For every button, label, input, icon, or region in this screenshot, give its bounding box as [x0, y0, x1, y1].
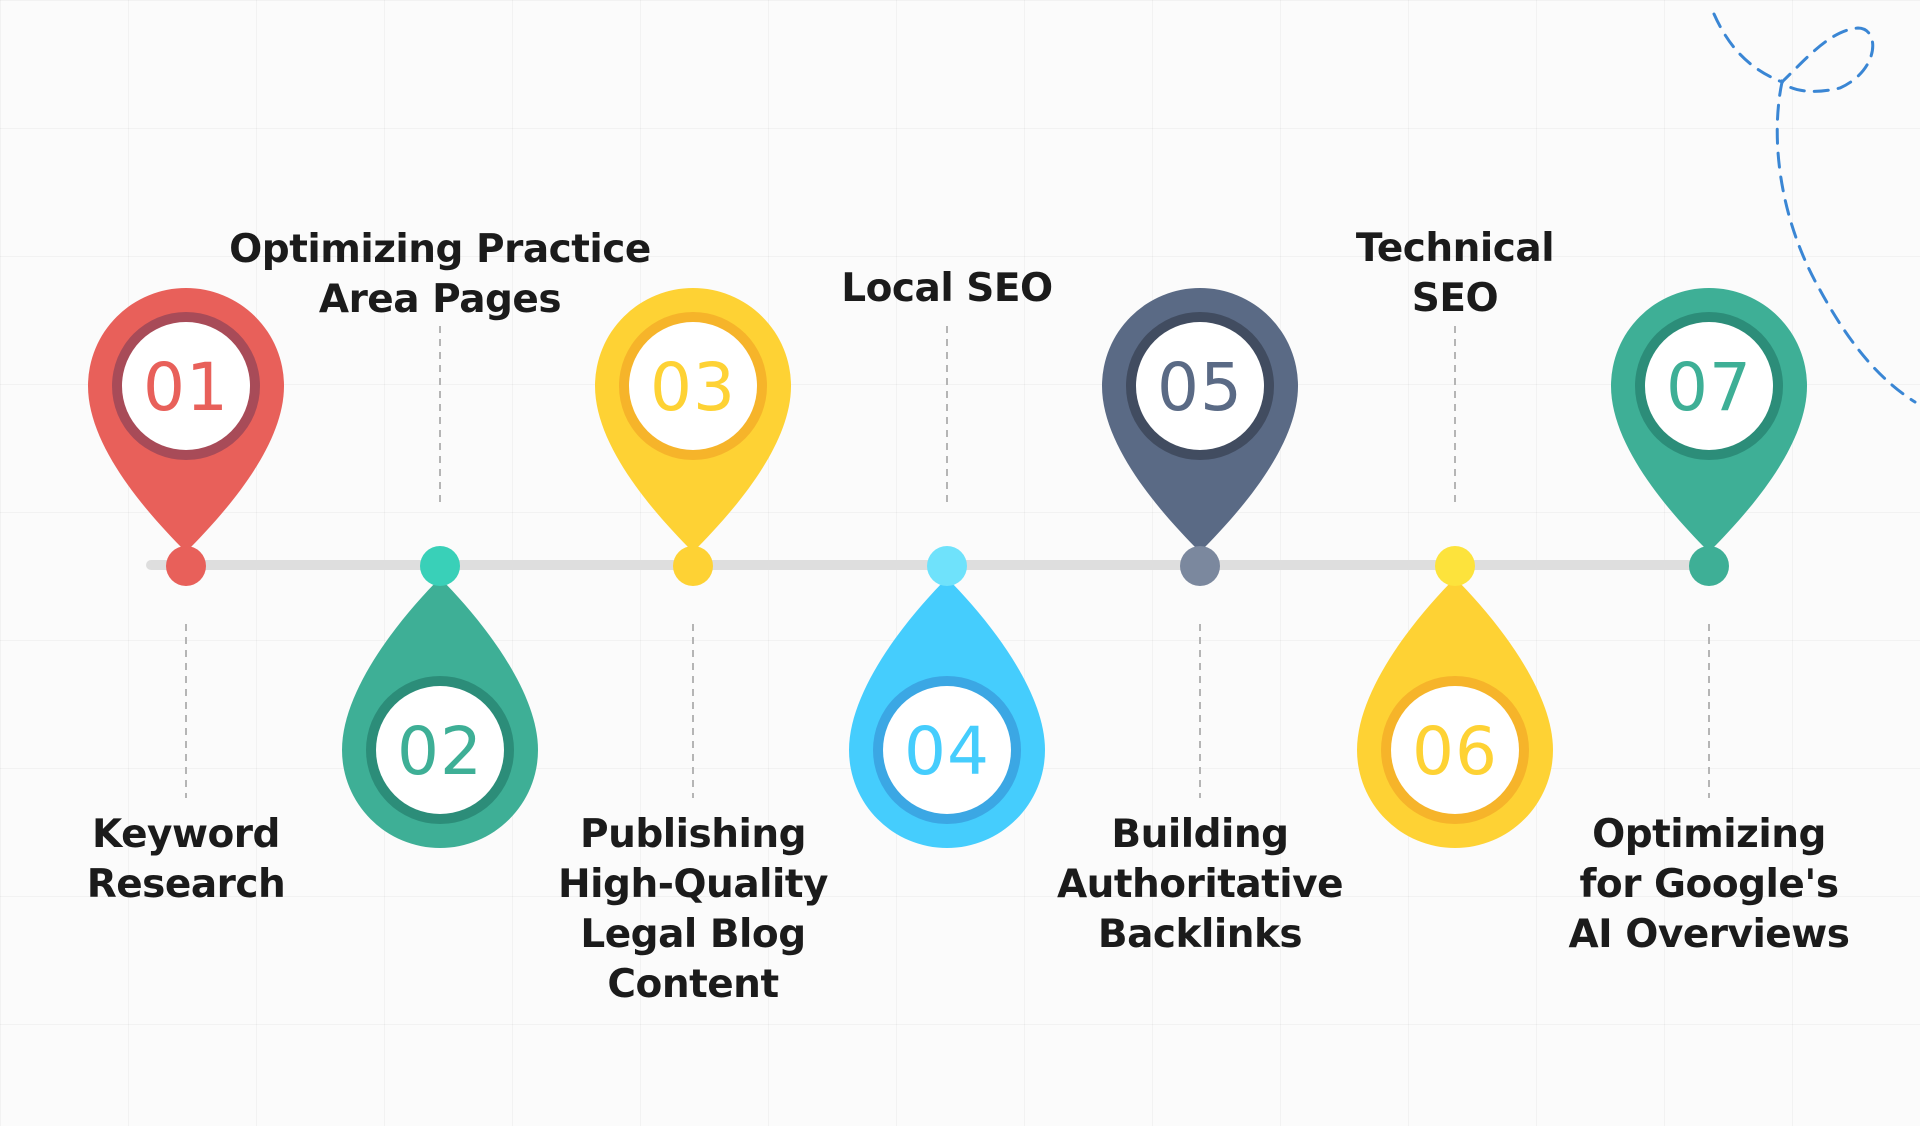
timeline-dots: [166, 546, 1729, 586]
pin-center-4: [883, 686, 1011, 814]
step-label-5: Building Authoritative Backlinks: [1056, 812, 1344, 957]
timeline-dot-3: [673, 546, 713, 586]
pin-center-6: [1391, 686, 1519, 814]
step-number-5: 05: [1157, 349, 1243, 426]
step-label-4: Local SEO: [841, 266, 1053, 311]
pin-2: 02: [342, 578, 538, 848]
pin-center-5: [1136, 322, 1264, 450]
timeline-dot-1: [166, 546, 206, 586]
pin-3: 03: [595, 288, 791, 552]
step-label-7: Optimizing for Google's AI Overviews: [1568, 812, 1850, 957]
step-label-6: Technical SEO: [1355, 226, 1555, 321]
step-number-1: 01: [143, 349, 229, 426]
pin-center-7: [1645, 322, 1773, 450]
step-number-2: 02: [397, 713, 483, 790]
timeline-pins: 01 02 03 04 05 06 07: [88, 288, 1807, 848]
timeline-dot-7: [1689, 546, 1729, 586]
step-number-3: 03: [650, 349, 736, 426]
step-label-1: Keyword Research: [86, 812, 286, 907]
decorative-swirl-path: [1712, 12, 1917, 404]
pin-center-3: [629, 322, 757, 450]
step-number-7: 07: [1666, 349, 1752, 426]
timeline-dot-2: [420, 546, 460, 586]
step-label-3: Publishing High-Quality Legal Blog Conte…: [558, 812, 828, 1007]
pin-center-1: [122, 322, 250, 450]
decorative-dashed-swirl: [1712, 12, 1917, 404]
pin-6: 06: [1357, 578, 1553, 848]
timeline-dot-5: [1180, 546, 1220, 586]
pin-4: 04: [849, 578, 1045, 848]
pin-1: 01: [88, 288, 284, 552]
pin-7: 07: [1611, 288, 1807, 552]
pin-center-2: [376, 686, 504, 814]
timeline-dot-4: [927, 546, 967, 586]
pin-5: 05: [1102, 288, 1298, 552]
connector-lines: [185, 326, 1710, 798]
step-number-4: 04: [904, 713, 990, 790]
timeline-dot-6: [1435, 546, 1475, 586]
step-number-6: 06: [1412, 713, 1498, 790]
step-label-2: Optimizing Practice Area Pages: [229, 227, 651, 322]
timeline-line: [146, 560, 1708, 570]
